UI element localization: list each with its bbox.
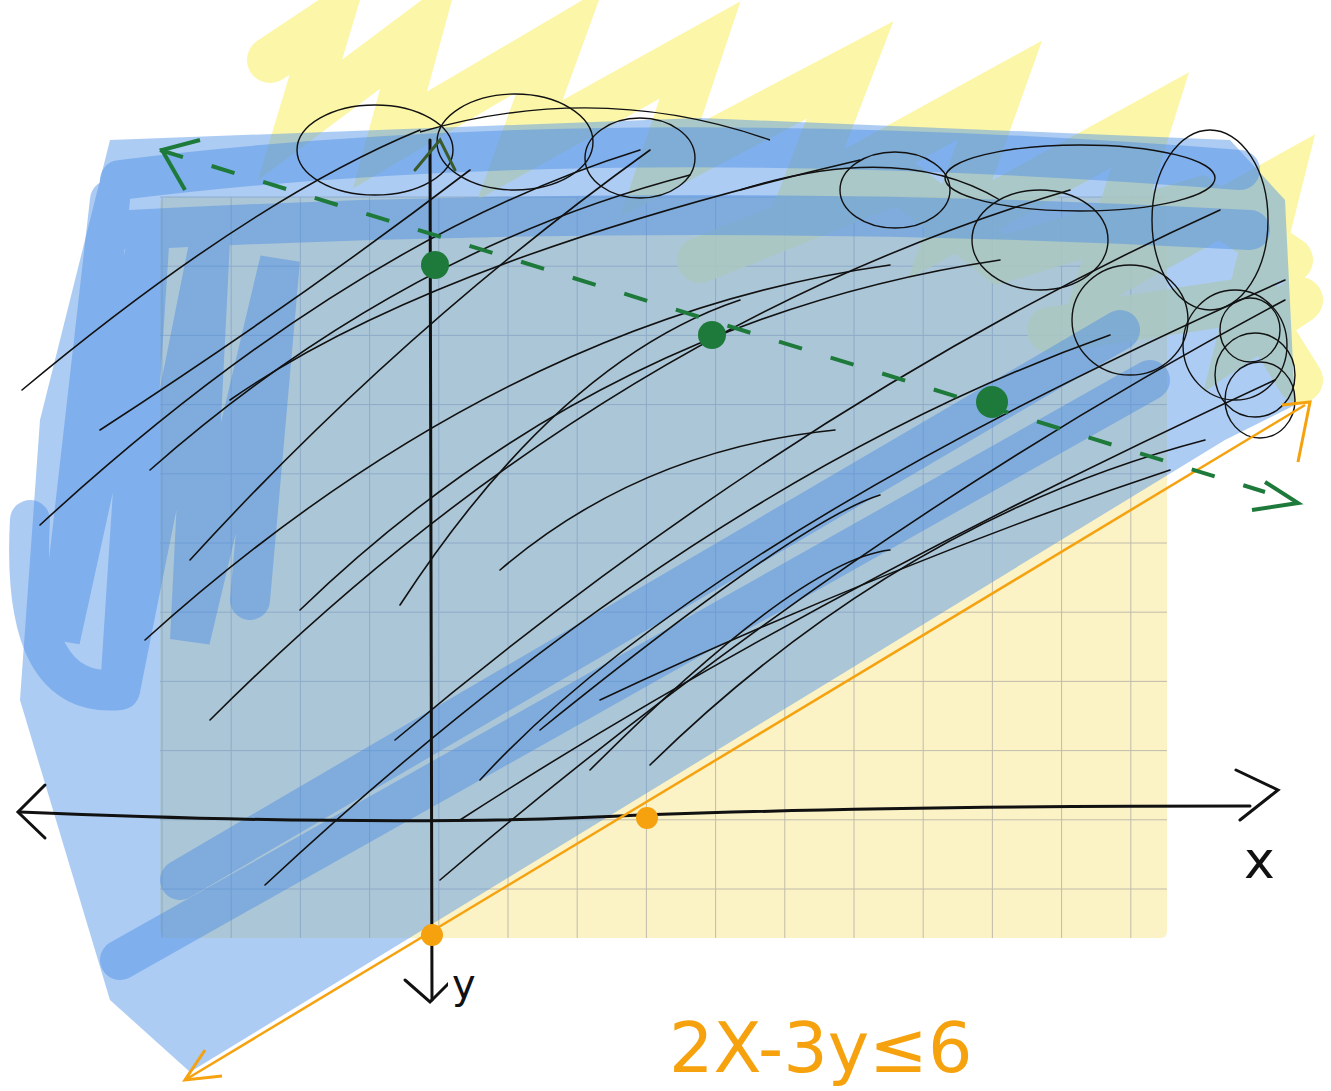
- scribble-loops-part: [1220, 298, 1280, 362]
- scribble-loops-part: [945, 145, 1215, 211]
- x-axis: [18, 770, 1278, 838]
- hatching-part: [440, 300, 1285, 880]
- blue-shading-part-part: [120, 147, 1240, 180]
- scribble-loops-part: [1183, 290, 1287, 400]
- hatching-part: [300, 260, 1000, 610]
- scribble-loops-part: [420, 108, 770, 140]
- y-axis-part: [405, 980, 452, 1002]
- green-dashed-line-part: [1252, 482, 1298, 510]
- hatching-part: [190, 150, 650, 560]
- scribble-loops-part: [585, 118, 695, 198]
- hatching-part: [650, 440, 1205, 765]
- hatching-part: [600, 470, 1170, 700]
- boundary-line-part: [185, 405, 1305, 1080]
- hatching-part: [500, 430, 835, 570]
- hatching-part: [230, 160, 860, 400]
- blue-shading-part-part: [120, 380, 1150, 960]
- axis-label: y: [448, 962, 480, 1006]
- boundary-line-part: [636, 807, 658, 829]
- scribble-loops-part: [840, 152, 950, 228]
- x-axis-part: [18, 785, 45, 838]
- hatching-part: [540, 495, 880, 730]
- blue-shading-part: [20, 118, 1295, 1072]
- hatching-part: [150, 175, 690, 470]
- hatching-part: [460, 380, 1275, 820]
- y-axis-part: [415, 140, 455, 170]
- green-dashed-line: [160, 140, 1298, 510]
- hatching-part: [590, 550, 890, 770]
- blue-shading: [20, 118, 1295, 1072]
- scribble-loops-part: [740, 167, 1000, 200]
- scribble-loops: [297, 94, 1295, 438]
- hatching-part: [145, 265, 890, 640]
- scribble-loops-part: [1072, 265, 1188, 375]
- y-axis: [405, 140, 455, 1002]
- hatching-part: [40, 150, 640, 525]
- green-dashed-line-part: [160, 150, 1265, 492]
- blue-shading-part-part: [60, 200, 280, 690]
- boundary-line-part: [421, 924, 443, 946]
- axis-label: x: [1240, 832, 1279, 888]
- blue-shading-part: [29, 147, 1250, 960]
- scribble-loops-part: [1152, 130, 1268, 310]
- inequality-label: 2X-3y≤6: [665, 1011, 976, 1085]
- hatching-part: [400, 300, 740, 605]
- blue-shading-part-part: [29, 520, 120, 691]
- x-axis-part: [1236, 770, 1278, 820]
- boundary-line: [185, 402, 1310, 1080]
- boundary-line-part: [1282, 402, 1310, 462]
- hatching-part: [265, 335, 1110, 885]
- blue-shading-part-part: [130, 215, 1250, 230]
- boundary-line-part: [185, 1050, 222, 1080]
- hatching-part: [210, 190, 1070, 720]
- blue-shading-part-part: [180, 330, 1120, 880]
- scribble-loops-part: [972, 190, 1108, 290]
- green-dashed-line-part: [421, 251, 449, 279]
- green-dashed-line-part: [976, 386, 1008, 418]
- hatching: [22, 130, 1285, 885]
- green-dashed-line-part: [698, 321, 726, 349]
- hatching-part: [480, 280, 1285, 780]
- scribble-loops-part: [1225, 362, 1295, 438]
- green-dashed-line-part: [162, 140, 200, 190]
